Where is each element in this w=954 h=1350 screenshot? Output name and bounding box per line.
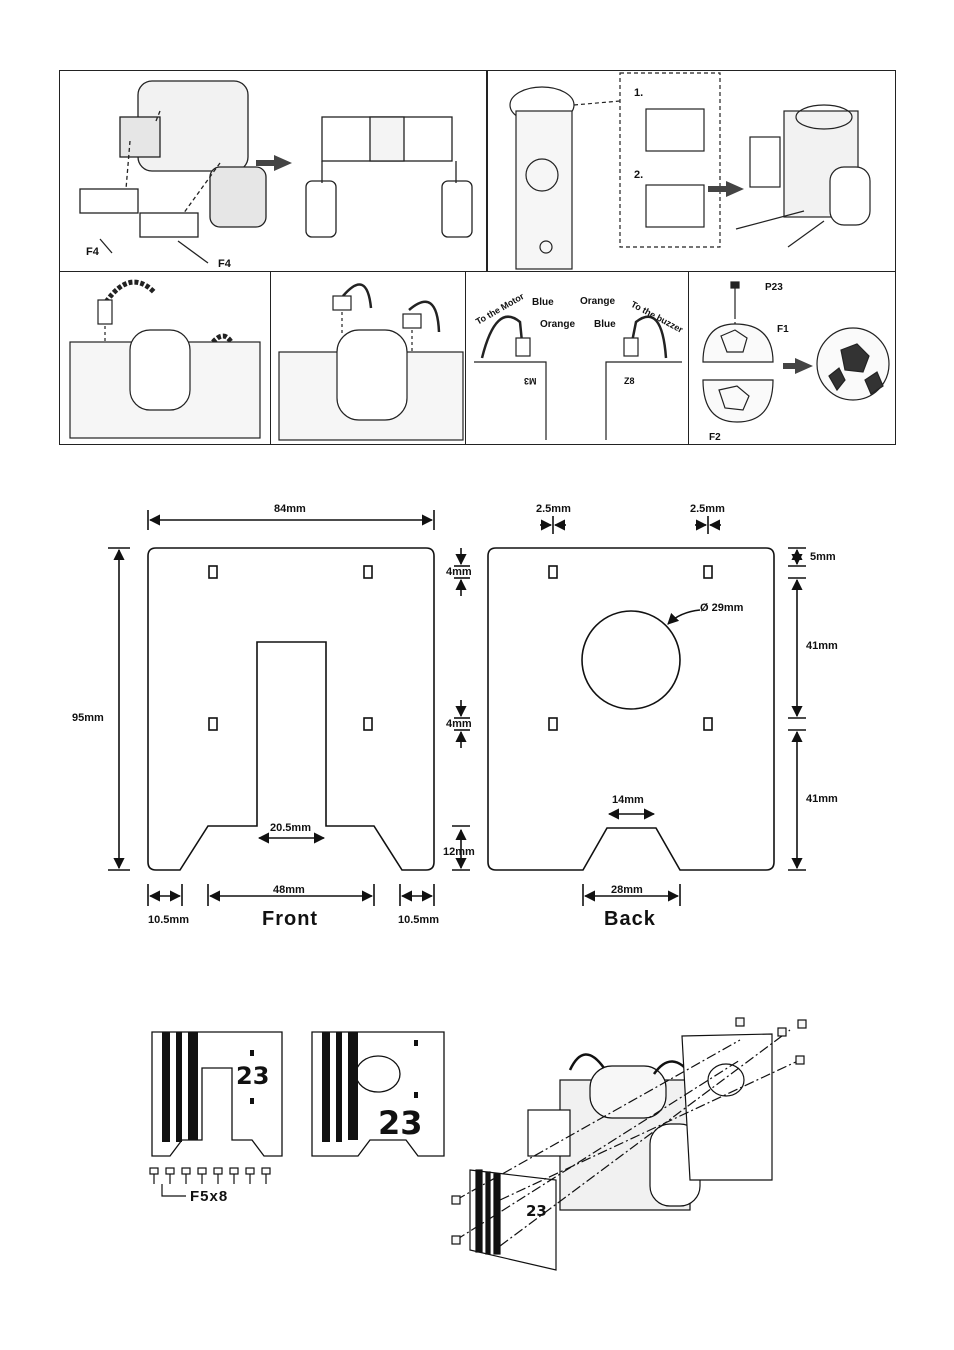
final-assembly-illustration — [452, 1018, 806, 1270]
decal-number-back: 23 — [378, 1104, 423, 1142]
label-screws-f5x8: F5x8 — [190, 1188, 228, 1205]
decal-number-assembled: 23 — [526, 1202, 547, 1220]
decal-front-plate — [152, 1032, 282, 1156]
decal-number-front: 23 — [236, 1062, 269, 1090]
